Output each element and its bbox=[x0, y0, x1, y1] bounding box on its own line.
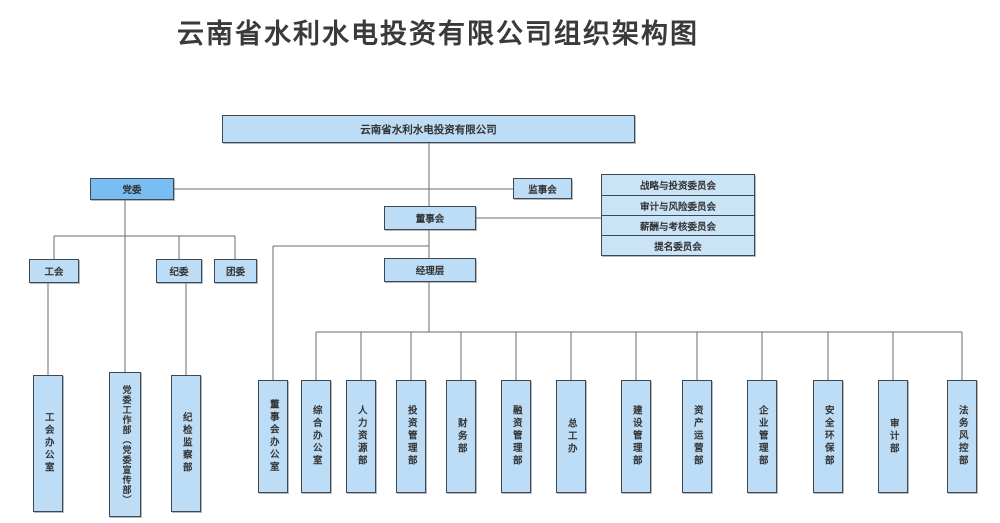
dept-investment-management: 投资管理部 bbox=[396, 380, 426, 493]
dept-discipline-inspection: 纪检监察部 bbox=[171, 375, 201, 512]
dept-board-office: 董事会办公室 bbox=[258, 380, 288, 493]
board-committees-stack: 战略与投资委员会 审计与风险委员会 薪酬与考核委员会 提名委员会 bbox=[601, 174, 755, 256]
dept-safety-environment: 安全环保部 bbox=[813, 380, 843, 493]
dept-legal-risk-control: 法务风控部 bbox=[947, 380, 977, 493]
dept-general-office: 综合办公室 bbox=[301, 380, 331, 493]
dept-enterprise-management: 企业管理部 bbox=[747, 380, 777, 493]
dept-asset-operation: 资产运营部 bbox=[682, 380, 712, 493]
node-board-of-directors: 董事会 bbox=[384, 206, 476, 230]
node-youth-league: 团委 bbox=[214, 259, 257, 283]
dept-construction-management: 建设管理部 bbox=[621, 380, 651, 493]
committee-remuneration-appraisal: 薪酬与考核委员会 bbox=[602, 215, 754, 235]
dept-audit: 审计部 bbox=[878, 380, 908, 493]
node-supervisory-board: 监事会 bbox=[513, 178, 572, 199]
dept-chief-engineer-office: 总工办 bbox=[556, 380, 586, 493]
node-labor-union: 工会 bbox=[29, 259, 79, 283]
committee-strategy-investment: 战略与投资委员会 bbox=[602, 175, 754, 195]
dept-party-work: 党委工作部（党委宣传部） bbox=[109, 372, 141, 517]
dept-union-office: 工会办公室 bbox=[33, 375, 63, 512]
committee-audit-risk: 审计与风险委员会 bbox=[602, 195, 754, 215]
committee-nomination: 提名委员会 bbox=[602, 235, 754, 255]
node-management: 经理层 bbox=[384, 258, 476, 282]
dept-financing-management: 融资管理部 bbox=[501, 380, 531, 493]
dept-finance: 财务部 bbox=[446, 380, 476, 493]
chart-title: 云南省水利水电投资有限公司组织架构图 bbox=[177, 19, 699, 50]
node-party-committee: 党委 bbox=[90, 178, 174, 200]
dept-human-resources: 人力资源部 bbox=[346, 380, 376, 493]
node-discipline-committee: 纪委 bbox=[156, 259, 202, 283]
node-root-company: 云南省水利水电投资有限公司 bbox=[222, 115, 635, 143]
